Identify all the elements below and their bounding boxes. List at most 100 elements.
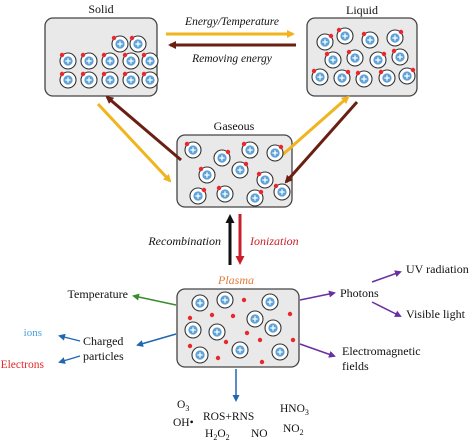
recombination-label: Recombination [147,234,221,248]
species-no2: NO2 [283,423,304,437]
electron-dot [328,33,334,39]
solid-atom [101,52,119,70]
liquid-atom [336,27,354,45]
electron-dot [355,70,361,76]
species-oh: OH• [173,417,194,429]
gas-atom [231,161,249,179]
visible-light-label: Visible light [406,307,466,321]
gas-atom [273,183,291,201]
charged-label-line1: Charged [83,334,123,348]
liquid-atom [361,31,379,49]
ions-label: ions [24,327,42,339]
solid-atom [101,71,119,89]
electron-dot [336,27,342,33]
removing-energy-label: Removing energy [191,53,273,65]
plasma-ion [231,341,249,359]
plasma-label: Plasma [217,273,254,287]
free-electron [187,315,193,321]
electron-dot [225,149,231,155]
electron-dot [243,161,249,167]
gas-atom [256,171,274,189]
liquid-atom [311,68,329,86]
electron-dot [381,51,387,57]
gas-to-liquid-arrow [279,95,350,159]
electron-dot [80,52,86,58]
species-ros-rns: ROS+RNS [203,411,254,423]
electron-dot [241,141,247,147]
free-electron [187,343,193,349]
plasma-ion [264,319,282,337]
solid-atom [80,71,98,89]
electrons-arrow [58,355,81,364]
plasma-ion [191,346,209,364]
gas-atom [266,144,284,162]
electron-dot [201,187,207,193]
electron-dot [273,183,279,189]
solid-atom [122,71,140,89]
energy-temperature-label: Energy/Temperature [184,16,279,28]
gas-atom [213,149,231,167]
temperature-label: Temperature [68,287,128,301]
plasma-ion [246,310,264,328]
gas-atom [241,141,259,159]
plasma-ion [271,343,289,361]
electron-dot [122,52,128,58]
electron-dot [59,71,65,77]
particles-layer [59,27,416,365]
species-o3: O3 [177,399,189,413]
electron-dot [311,68,317,74]
solid-atom [129,35,147,53]
species-hno3: HNO3 [280,403,309,417]
solid-atom [59,52,77,70]
liquid-atom [333,69,351,87]
electrons-label: Electrons [1,359,45,371]
electron-dot [361,31,367,37]
plasma-ion [261,293,279,311]
solid-atom [122,52,140,70]
species-no: NO [251,428,268,440]
electron-dot [122,71,128,77]
free-electron [259,359,265,365]
electron-dot [101,52,107,58]
photons-arrow [299,290,336,301]
liquid-atom [324,51,342,69]
liquid-atom [355,70,373,88]
solid-atom [80,52,98,70]
plasma-ion [184,321,202,339]
solid-to-gas-arrow [96,102,172,183]
solid-atom [111,35,129,53]
gas-atom [184,141,202,159]
charged-particles-arrow [136,333,177,347]
species-h2o2: H2O2 [205,428,230,442]
liquid-atom [369,51,387,69]
electron-dot [391,48,397,54]
gas-atom [246,189,264,207]
electron-dot [398,29,404,35]
free-electron [223,339,229,345]
solid-atom [141,52,159,70]
visible-light-arrow [371,301,402,317]
free-electron [290,337,296,343]
electron-dot [141,71,147,77]
free-electron [230,313,236,319]
photons-label: Photons [340,286,379,300]
plasma-ion [208,323,226,341]
gas-atom [198,166,216,184]
electron-dot [101,71,107,77]
free-electron [244,330,250,336]
temperature-arrow [132,293,177,306]
electron-dot [111,35,117,41]
electromagnetic-arrow [299,343,336,358]
liquid-atom [378,69,396,87]
electromagnetic-label-line2: fields [342,359,369,373]
charged-label-line2: particles [83,349,124,363]
electron-dot [80,71,86,77]
electron-dot [278,144,284,150]
free-electron [215,355,221,361]
free-electron [287,311,293,317]
gaseous-label: Gaseous [214,119,255,133]
liquid-to-gas-arrow [284,101,359,184]
plasma-ion [191,294,209,312]
gas-to-solid-arrow [105,95,182,162]
